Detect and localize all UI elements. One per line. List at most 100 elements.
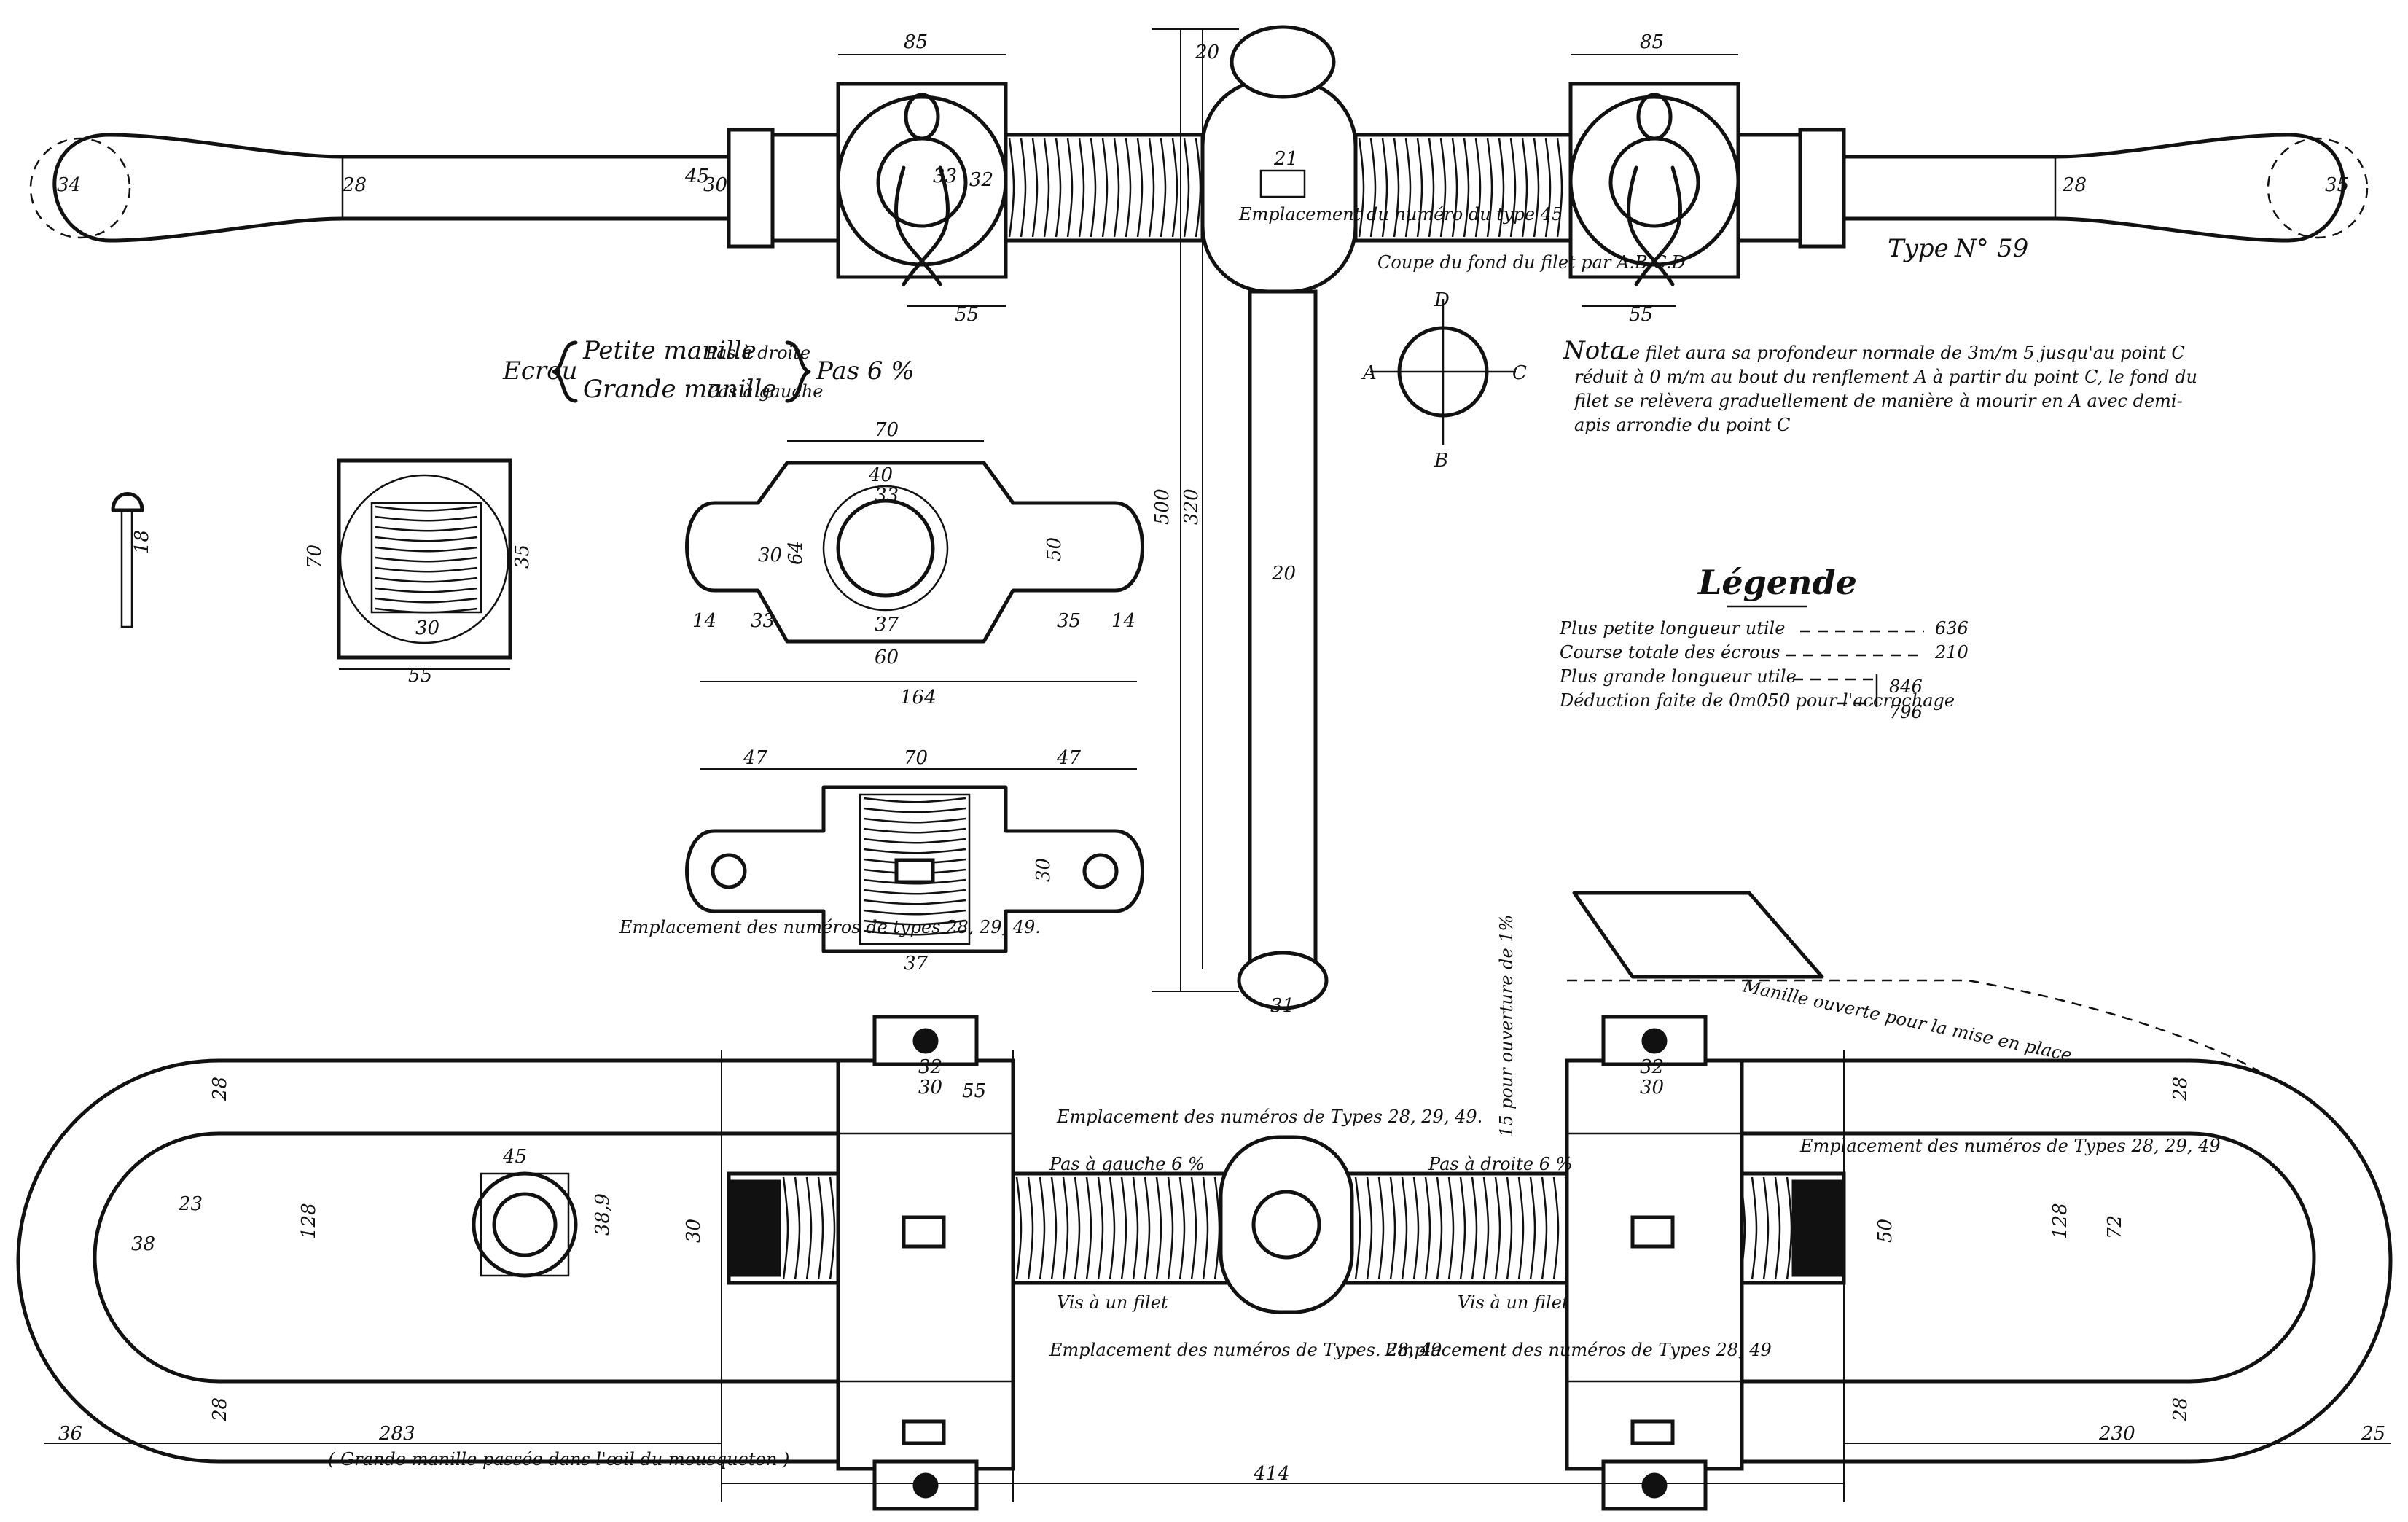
dim-30-nut: 30 xyxy=(415,617,439,639)
dim-33-nut: 33 xyxy=(875,485,899,507)
dim-28-right: 28 xyxy=(2062,174,2087,196)
thread-line xyxy=(1136,138,1144,238)
thread-line xyxy=(1552,1176,1560,1280)
bottom-right-body xyxy=(1565,1132,1743,1383)
thread-line xyxy=(1463,138,1470,238)
dim-128-right: 128 xyxy=(2049,1203,2071,1239)
nut-square-view: 70 35 55 30 xyxy=(304,458,533,687)
bottom-left-slot-low xyxy=(902,1419,946,1445)
thread-line xyxy=(1008,138,1015,238)
emplacement-br-lower: Emplacement des numéros de Types 28, 49 xyxy=(1384,1340,1772,1360)
thread-line xyxy=(863,919,966,926)
thread-line xyxy=(1529,1176,1536,1280)
thread-line xyxy=(1015,1176,1023,1280)
crank-bar xyxy=(1248,289,1318,964)
thread-line xyxy=(1120,1176,1127,1280)
thread-top-left xyxy=(1008,138,1202,238)
legende-row: Plus grande longueur utile xyxy=(1559,666,1873,687)
dim-28-left: 28 xyxy=(342,174,367,196)
bottom-right-block xyxy=(1565,1058,1744,1471)
dim-28-bl: 28 xyxy=(209,1077,231,1101)
thread-line xyxy=(1148,138,1155,238)
dim-55-left: 55 xyxy=(955,304,979,326)
loop-nut-inner xyxy=(492,1192,558,1257)
thread-line xyxy=(863,797,966,803)
bottom-right-rivet-bottom xyxy=(1641,1472,1668,1499)
thread-line xyxy=(1439,138,1447,238)
dim-72-right: 72 xyxy=(2104,1215,2126,1239)
thread-line xyxy=(1521,138,1528,238)
dim-40: 40 xyxy=(868,464,893,486)
thread-line xyxy=(1160,138,1167,238)
nota-label: Nota xyxy=(1563,336,1625,365)
thread-line xyxy=(375,546,478,553)
nut-top-outline xyxy=(685,461,1144,644)
thread-line xyxy=(1090,138,1097,238)
dim-30-tab: 30 xyxy=(758,545,782,566)
thread-line xyxy=(1494,1176,1501,1280)
legende-row-value: 846 xyxy=(1889,676,1923,697)
right-shackle-block xyxy=(1568,82,1740,279)
thread-line xyxy=(1109,1176,1116,1280)
thread-line xyxy=(1358,138,1365,238)
thread-line xyxy=(1509,138,1517,238)
thread-line xyxy=(1459,1176,1466,1280)
thread-line xyxy=(863,899,966,905)
dim-47-left: 47 xyxy=(743,747,768,769)
thread-line xyxy=(1031,138,1039,238)
bottom-left-slot xyxy=(902,1215,946,1249)
dim-30-side: 30 xyxy=(1033,858,1055,882)
thread-line xyxy=(1039,1176,1046,1280)
bottom-left-rivet-top xyxy=(912,1028,939,1054)
type-number-label: N° xyxy=(1954,234,1989,263)
dim-28-br2: 28 xyxy=(2170,1397,2192,1422)
right-handle xyxy=(1834,133,2345,243)
thread-line xyxy=(1786,1176,1793,1280)
legende-row: Course totale des écrous 210 xyxy=(1560,642,1969,663)
dim-28-br: 28 xyxy=(2170,1077,2192,1101)
thread-line xyxy=(1183,138,1190,238)
thread-line xyxy=(1027,1176,1034,1280)
type-word: Type xyxy=(1888,234,1949,263)
nut-brace-left xyxy=(552,340,578,403)
thread-line xyxy=(1416,138,1423,238)
bottom-right-ear-bottom xyxy=(1601,1459,1708,1511)
dim-283: 283 xyxy=(378,1423,415,1445)
thread-line xyxy=(794,1176,801,1280)
dim-55-block: 55 xyxy=(962,1080,986,1102)
dim-33: 33 xyxy=(933,165,957,187)
nut-side-hole-left xyxy=(711,853,747,889)
thread-line xyxy=(1167,1176,1174,1280)
thread-line xyxy=(1498,138,1505,238)
thread-line xyxy=(1113,138,1120,238)
thread-line xyxy=(1762,1176,1770,1280)
dim-164: 164 xyxy=(900,687,937,709)
bottom-central-bore xyxy=(1251,1190,1321,1260)
nut-top-bore xyxy=(836,499,935,598)
dim-35-nut: 35 xyxy=(512,545,533,569)
thread-line xyxy=(1393,138,1400,238)
thread-line xyxy=(1101,138,1109,238)
dim-70-side: 70 xyxy=(904,747,928,769)
right-lock-nut xyxy=(1798,128,1846,249)
bottom-central-hub xyxy=(1219,1135,1354,1314)
thread-line xyxy=(863,838,966,844)
thread-line xyxy=(1085,1176,1092,1280)
nut-side-threads-box xyxy=(859,793,971,945)
thread-line xyxy=(863,909,966,916)
left-handle-eye xyxy=(29,137,131,239)
dim-50: 50 xyxy=(1044,537,1066,561)
thread-line xyxy=(1447,1176,1455,1280)
thread-line xyxy=(375,607,478,614)
legende-row: Plus petite longueur utile 636 xyxy=(1559,618,1969,639)
legende-row-value: 636 xyxy=(1935,618,1969,639)
dim-230: 230 xyxy=(2098,1423,2135,1445)
thread-line xyxy=(1517,1176,1525,1280)
thread-line xyxy=(1202,1176,1209,1280)
nota-line-3: filet se relèvera graduellement de maniè… xyxy=(1573,391,2183,411)
thread-line xyxy=(1043,138,1050,238)
nut-side-number-slot xyxy=(894,858,935,884)
thread-line xyxy=(1428,138,1435,238)
thread-line xyxy=(1155,1176,1162,1280)
